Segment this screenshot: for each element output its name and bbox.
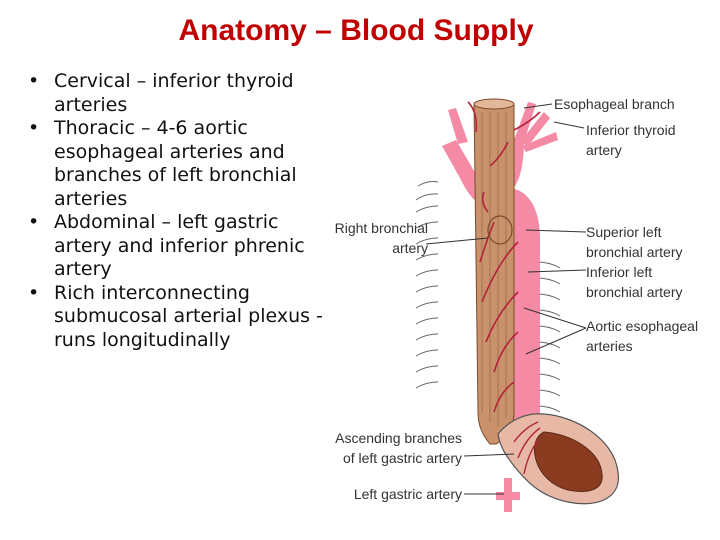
label-superior-left: Superior left [586, 224, 662, 240]
bullet-item: • Cervical – inferior thyroid arteries [22, 70, 342, 117]
label-esophageal-branch: Esophageal branch [554, 96, 675, 112]
label-aortic-esophageal-2: arteries [586, 338, 633, 354]
label-ascending-branches: Ascending branches [335, 430, 462, 446]
label-ascending-branches-2: of left gastric artery [342, 450, 462, 466]
esophagus [473, 98, 515, 445]
esophageal-arteries [467, 101, 541, 413]
bullet-item: • Thoracic – 4-6 aortic esophageal arteri… [22, 117, 342, 211]
label-superior-left-2: bronchial artery [586, 244, 683, 260]
stomach [497, 413, 619, 505]
bullet-list: • Cervical – inferior thyroid arteries • T… [22, 70, 342, 352]
label-right-bronchial-2: artery [392, 240, 428, 256]
celiac-branch [496, 492, 520, 500]
bullet-item: • Rich interconnecting submucosal arteria… [22, 282, 342, 353]
bullet-item: • Abdominal – left gastric artery and inf… [22, 211, 342, 282]
bullet-dot: • [28, 281, 40, 304]
leader-lines [425, 103, 587, 495]
bullet-dot: • [28, 117, 40, 139]
bullet-text: Rich interconnecting submucosal arterial… [54, 281, 323, 351]
label-right-bronchial: Right bronchial [334, 220, 428, 236]
anatomy-illustration [415, 98, 619, 512]
label-inferior-thyroid: Inferior thyroid [586, 122, 676, 138]
label-inferior-left-2: bronchial artery [586, 284, 683, 300]
bullet-dot: • [28, 70, 40, 92]
intercostal-vessels [415, 181, 561, 413]
esophagus-blood-supply-figure: Esophageal branch Inferior thyroid arter… [318, 82, 720, 522]
label-inferior-thyroid-2: artery [586, 142, 622, 158]
slide-title: Anatomy – Blood Supply [178, 14, 534, 47]
bullet-text: Cervical – inferior thyroid arteries [54, 70, 294, 116]
bullet-text: Thoracic – 4-6 aortic esophageal arterie… [54, 117, 297, 210]
bronchus-loop [487, 215, 513, 245]
label-inferior-left: Inferior left [586, 264, 653, 280]
label-aortic-esophageal: Aortic esophageal [586, 318, 699, 334]
bullet-text: Abdominal – left gastric artery and infe… [54, 211, 305, 280]
label-left-gastric: Left gastric artery [353, 486, 462, 502]
bullet-dot: • [28, 211, 40, 233]
